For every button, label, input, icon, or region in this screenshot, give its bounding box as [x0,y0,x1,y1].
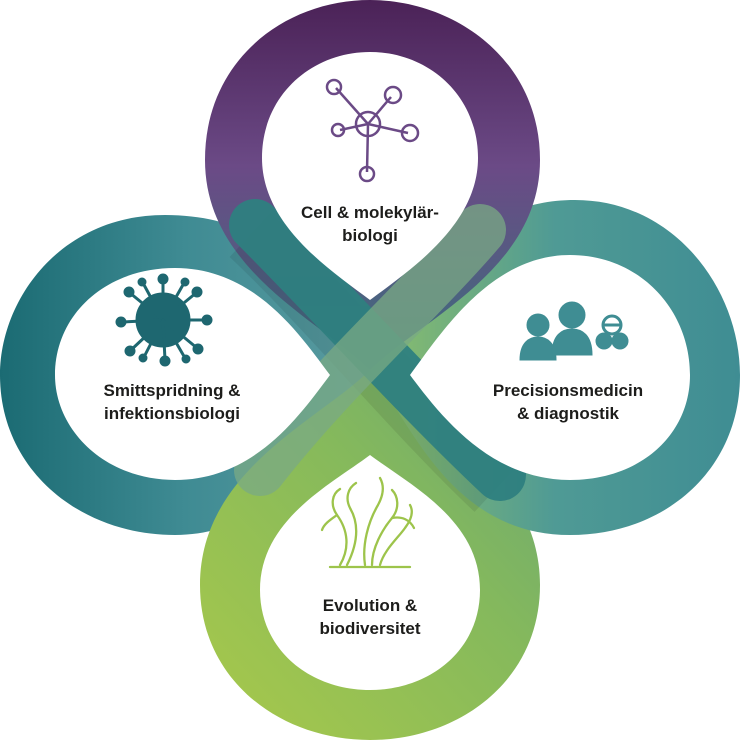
area-left-line1: Smittspridning & [104,381,241,400]
area-bottom-line1: Evolution & [323,596,417,615]
area-top-line2: biologi [342,226,398,245]
petal-top-inner [262,52,478,300]
people-and-pills-icon [519,301,629,361]
area-left-line2: infektionsbiologi [104,404,240,423]
virus-icon [115,273,213,367]
area-label-left: Smittspridning & infektionsbiologi [104,381,241,423]
ribbon-diagonal-b [234,204,506,496]
coral-icon [320,476,416,569]
petal-bottom-inner [260,455,480,690]
area-bottom-line2: biodiversitet [319,619,420,638]
area-label-right: Precisionsmedicin & diagnostik [493,381,643,423]
area-label-top: Cell & molekylär- biologi [301,203,439,245]
area-label-bottom: Evolution & biodiversitet [319,596,420,638]
area-top-line1: Cell & molekylär- [301,203,439,222]
petal-right-inner [410,255,690,480]
area-right-line2: & diagnostik [517,404,620,423]
area-right-line1: Precisionsmedicin [493,381,643,400]
molecule-network-icon [325,78,420,183]
